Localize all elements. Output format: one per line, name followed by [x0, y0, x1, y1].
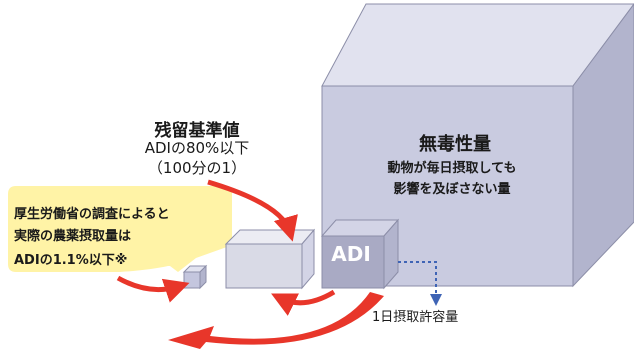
tiny-cube: [182, 264, 208, 290]
adi-cube-label: ADI: [331, 242, 371, 266]
residual-standard-line-1: ADIの80%以下: [144, 139, 250, 157]
tiny-cube-front-face: [183, 271, 201, 289]
mrl-cube-front-face: [225, 243, 303, 289]
yellow-callout: [8, 186, 232, 272]
mrl-cube-top-face: [224, 229, 316, 245]
yellow-callout-shape: [8, 186, 232, 272]
noael-line-2: 影響を及ぼさない量: [393, 182, 511, 197]
survey-callout-line-3: ADIの1.1%以下※: [14, 253, 128, 268]
adi-cube-front-face: [321, 235, 385, 289]
survey-callout-line-2: 実際の農薬摂取量は: [14, 229, 132, 244]
acceptable-daily-intake-label: 1日摂取許容量: [372, 310, 459, 325]
dotted-down-arrow: [398, 261, 442, 306]
residual-standard-title: 残留基準値: [154, 121, 240, 141]
mrl-cube: [224, 228, 316, 290]
adi-cube: [320, 218, 400, 290]
residual-standard-line-2: （100分の1）: [147, 159, 247, 177]
big-curved-red-arrow: [168, 292, 384, 349]
arrow-adi-to-mrl-cube: [271, 289, 336, 316]
noael-line-1: 動物が毎日摂取しても: [387, 161, 517, 176]
arrow-callout-to-tiny-cube: [116, 275, 190, 303]
survey-callout-line-1: 厚生労働省の調査によると: [14, 207, 170, 222]
noael-title: 無毒性量: [419, 134, 491, 155]
arrow-residual-to-mrl-cube: [207, 179, 298, 242]
